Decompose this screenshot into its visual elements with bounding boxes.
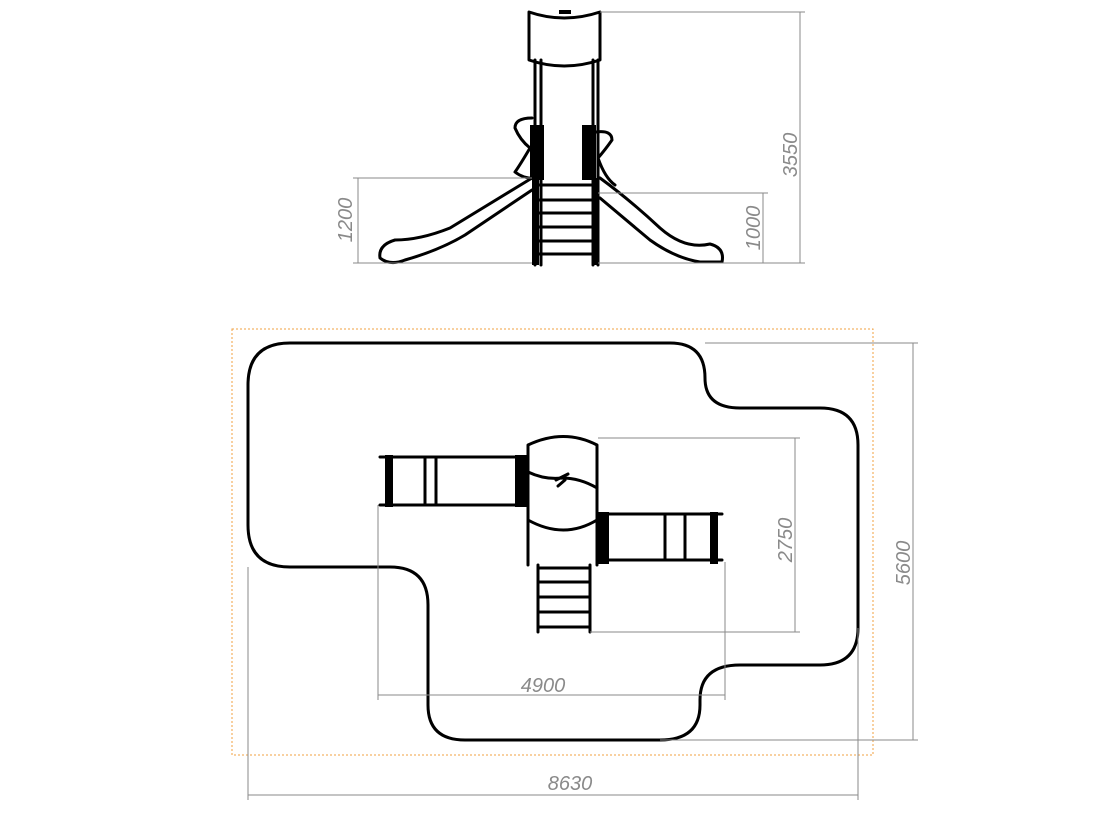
svg-text:3550: 3550 xyxy=(780,133,802,178)
tower-roof xyxy=(527,10,602,68)
left-handrail xyxy=(513,116,542,180)
elevation-view: 3550 1200 1000 xyxy=(335,10,805,267)
dimension-8630: 8630 xyxy=(247,567,859,800)
ladder-elevation xyxy=(532,178,599,265)
safety-zone-boundary xyxy=(246,341,860,742)
dimension-1000: 1000 xyxy=(598,192,768,264)
svg-text:4900: 4900 xyxy=(521,675,566,697)
svg-text:5600: 5600 xyxy=(893,541,915,586)
right-handrail xyxy=(594,130,617,187)
ladder-plan xyxy=(536,563,592,634)
right-panel xyxy=(582,125,596,180)
right-slide-plan xyxy=(597,512,724,564)
right-slide-elevation xyxy=(598,176,724,264)
left-slide-elevation xyxy=(378,176,534,265)
svg-text:8630: 8630 xyxy=(548,773,593,795)
dimension-1200: 1200 xyxy=(335,177,532,264)
plan-view: 2750 4900 5600 8630 xyxy=(231,328,918,800)
tower-elevation xyxy=(513,10,617,267)
svg-text:1200: 1200 xyxy=(335,198,357,243)
svg-text:2750: 2750 xyxy=(775,518,797,564)
dimension-2750: 2750 xyxy=(590,437,800,633)
dimension-3550: 3550 xyxy=(598,11,805,264)
dimension-4900: 4900 xyxy=(377,505,726,700)
zone-frame xyxy=(231,328,874,756)
tower-plan xyxy=(526,435,599,567)
roof-cap xyxy=(559,10,571,14)
dimension-5600: 5600 xyxy=(660,342,918,741)
left-slide-plan xyxy=(378,455,527,507)
ladder-rungs xyxy=(537,183,594,256)
svg-text:1000: 1000 xyxy=(743,206,765,251)
left-panel xyxy=(530,125,544,180)
